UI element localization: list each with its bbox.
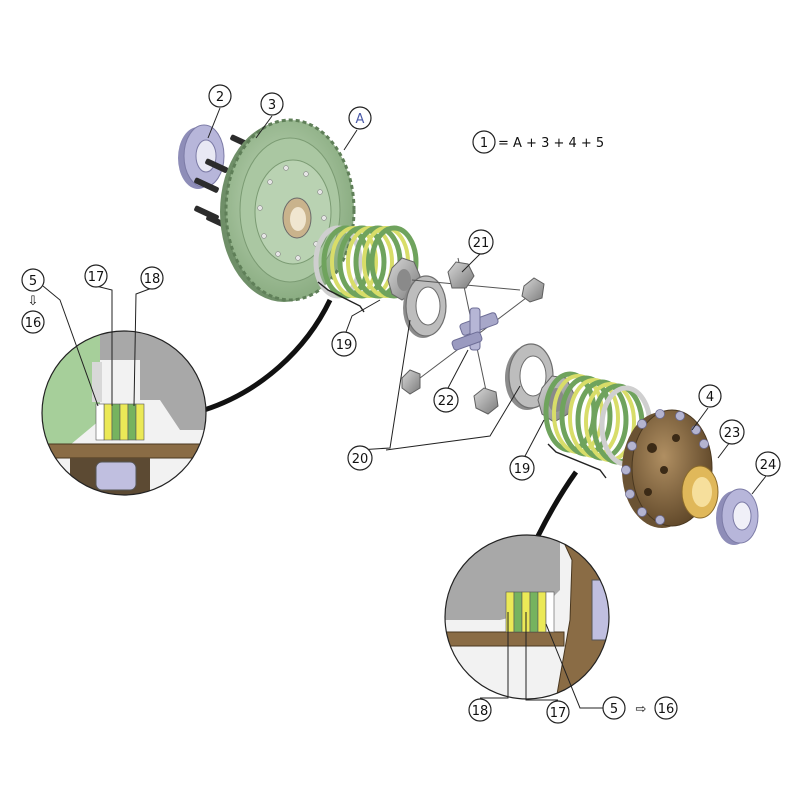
formula: 1 = A + 3 + 4 + 5 (472, 130, 604, 154)
svg-text:1: 1 (480, 136, 488, 151)
detail-left-callout-5: 5 (21, 268, 45, 292)
detail-view-right (444, 534, 610, 700)
bearing-2 (178, 124, 225, 189)
bearing-24 (716, 488, 759, 545)
svg-text:22: 22 (438, 394, 455, 409)
detail-right-callout-5: 5 (602, 696, 626, 720)
svg-text:2: 2 (216, 90, 224, 105)
svg-text:20: 20 (352, 452, 369, 467)
svg-text:3: 3 (268, 98, 276, 113)
detail-right-arrow-icon: ⇨ (636, 702, 647, 717)
callout-24: 24 (755, 451, 781, 477)
detail-connector-left (203, 298, 333, 413)
svg-text:5: 5 (29, 274, 37, 289)
detail-left-callout-18: 18 (140, 266, 164, 290)
svg-text:17: 17 (88, 270, 105, 285)
housing-23 (622, 409, 719, 528)
detail-left-callout-17: 17 (84, 264, 108, 288)
detail-right-callout-16: 16 (654, 696, 678, 720)
thrust-ring-left (403, 275, 447, 338)
callout-3: 3 (260, 92, 284, 116)
detail-left-arrow-icon: ⇩ (28, 294, 39, 309)
callout-20: 20 (347, 445, 373, 471)
pinion-gears-21 (401, 261, 545, 415)
callout-19-left: 19 (331, 331, 357, 357)
svg-text:19: 19 (514, 462, 531, 477)
ring-gear-A (220, 118, 356, 302)
bolts-4 (621, 409, 709, 525)
clutch-pack-left (313, 225, 419, 299)
svg-text:24: 24 (760, 458, 777, 473)
svg-text:16: 16 (25, 316, 42, 331)
detail-right-callout-18: 18 (468, 698, 492, 722)
svg-text:23: 23 (724, 426, 741, 441)
callout-22: 22 (433, 387, 459, 413)
svg-text:= A + 3 + 4 + 5: = A + 3 + 4 + 5 (498, 136, 604, 151)
svg-text:18: 18 (144, 272, 161, 287)
callout-A: A (348, 106, 372, 130)
bracket-lines (317, 281, 607, 479)
svg-text:A: A (356, 112, 365, 127)
svg-text:21: 21 (473, 236, 490, 251)
svg-text:5: 5 (610, 702, 618, 717)
svg-text:16: 16 (658, 702, 675, 717)
detail-left-callout-16: 16 (21, 310, 45, 334)
svg-text:19: 19 (336, 338, 353, 353)
callout-2: 2 (208, 84, 232, 108)
callout-23: 23 (719, 419, 745, 445)
callout-21: 21 (468, 229, 494, 255)
callout-19-right: 19 (509, 455, 535, 481)
svg-text:4: 4 (706, 390, 714, 405)
svg-text:18: 18 (472, 704, 489, 719)
svg-text:17: 17 (550, 706, 567, 721)
detail-view-left (41, 330, 207, 496)
detail-connector-right (535, 470, 579, 538)
callout-4: 4 (698, 384, 722, 408)
detail-right-callout-17: 17 (546, 700, 570, 724)
